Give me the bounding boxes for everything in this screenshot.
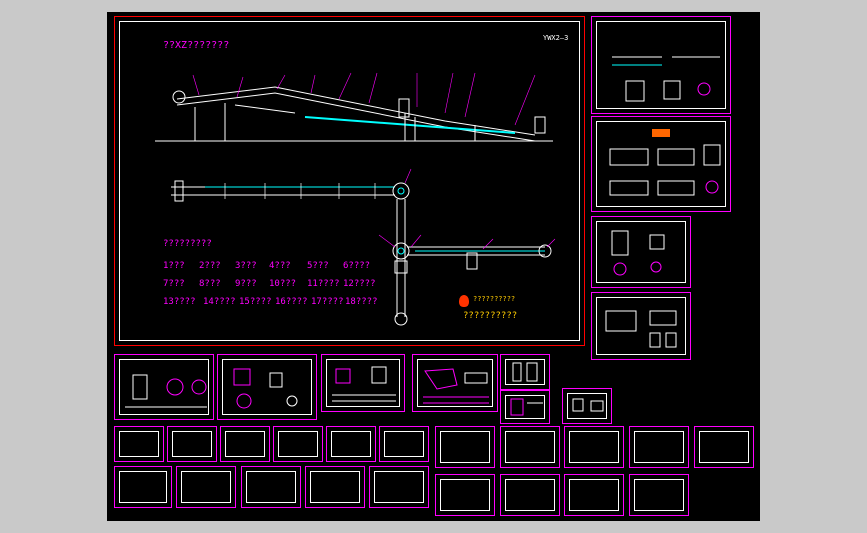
drawing-sheet-b4[interactable]	[412, 354, 498, 412]
drawing-sheet-c11[interactable]	[694, 426, 754, 468]
company-logo-icon	[459, 295, 469, 307]
drawing-sheet-d4[interactable]	[305, 466, 365, 508]
parts-list-item: 8???	[199, 279, 221, 289]
sheet-frame	[119, 21, 580, 341]
company-logo-subtext: ??????????	[463, 311, 518, 321]
sheet-thumbnail	[609, 129, 721, 196]
drawing-sheet-b6[interactable]	[500, 390, 550, 424]
drawing-code: YWX2—3	[543, 34, 569, 42]
parts-list-item: 18????	[345, 297, 378, 307]
drawing-sheet-r2[interactable]	[591, 116, 731, 212]
drawing-sheet-b7[interactable]	[562, 388, 612, 424]
drawing-sheet-c2[interactable]	[167, 426, 217, 462]
sheet-thumbnail	[233, 368, 298, 409]
drawing-sheet-d2[interactable]	[176, 466, 236, 508]
sheet-thumbnail	[572, 398, 604, 412]
main-drawing-sheet[interactable]: ??XZ??????? YWX2—3	[114, 16, 585, 346]
drawing-sheet-d9[interactable]	[629, 474, 689, 516]
drawing-sheet-c7[interactable]	[435, 426, 495, 468]
sheet-thumbnail	[125, 374, 207, 408]
sheet-thumbnail	[612, 56, 720, 102]
drawing-sheet-d1[interactable]	[114, 466, 172, 508]
parts-list-title: ?????????	[163, 239, 212, 249]
parts-list-item: 10???	[269, 279, 297, 289]
drawing-sheet-b5[interactable]	[500, 354, 550, 390]
drawing-sheet-d3[interactable]	[241, 466, 301, 508]
parts-list-item: 2???	[199, 261, 221, 271]
cad-drawing-canvas[interactable]: ??XZ??????? YWX2—3	[107, 12, 760, 521]
parts-list-item: 15????	[239, 297, 272, 307]
drawing-sheet-r1[interactable]	[591, 16, 731, 114]
sheet-thumbnail	[423, 368, 489, 404]
drawing-sheet-d7[interactable]	[500, 474, 560, 516]
parts-list-item: 3???	[235, 261, 257, 271]
parts-list-item: 12????	[343, 279, 376, 289]
drawing-sheet-c4[interactable]	[273, 426, 323, 462]
drawing-sheet-b3[interactable]	[321, 354, 405, 412]
sheet-thumbnail	[510, 398, 543, 416]
drawing-sheet-r4[interactable]	[591, 292, 691, 360]
conveyor-side-elevation	[155, 72, 556, 326]
drawing-sheet-d6[interactable]	[435, 474, 495, 516]
sheet-thumbnail	[512, 362, 538, 382]
sheet-thumbnail	[605, 310, 677, 348]
parts-list-item: 9???	[235, 279, 257, 289]
drawing-sheet-c5[interactable]	[326, 426, 376, 462]
drawing-sheet-c8[interactable]	[500, 426, 560, 468]
drawing-sheet-c1[interactable]	[114, 426, 164, 462]
parts-list-item: 7???	[163, 279, 185, 289]
drawing-sheet-d5[interactable]	[369, 466, 429, 508]
parts-list-item: 17????	[311, 297, 344, 307]
parts-list-item: 6????	[343, 261, 371, 271]
drawing-sheet-c9[interactable]	[564, 426, 624, 468]
company-logo-text: ??????????	[473, 295, 516, 303]
drawing-sheet-b1[interactable]	[114, 354, 214, 420]
drawing-sheet-c3[interactable]	[220, 426, 270, 462]
parts-list-item: 4???	[269, 261, 291, 271]
main-sheet-title: ??XZ???????	[163, 40, 230, 51]
drawing-sheet-b2[interactable]	[217, 354, 317, 420]
parts-list-item: 5???	[307, 261, 329, 271]
sheet-thumbnail	[611, 230, 665, 276]
parts-list-item: 11????	[307, 279, 340, 289]
drawing-sheet-c10[interactable]	[629, 426, 689, 468]
drawing-sheet-d8[interactable]	[564, 474, 624, 516]
sheet-thumbnail	[332, 366, 396, 402]
parts-list-item: 14????	[203, 297, 236, 307]
parts-list-item: 16????	[275, 297, 308, 307]
drawing-sheet-c6[interactable]	[379, 426, 429, 462]
drawing-sheet-r3[interactable]	[591, 216, 691, 288]
parts-list-item: 13????	[163, 297, 196, 307]
parts-list-item: 1???	[163, 261, 185, 271]
